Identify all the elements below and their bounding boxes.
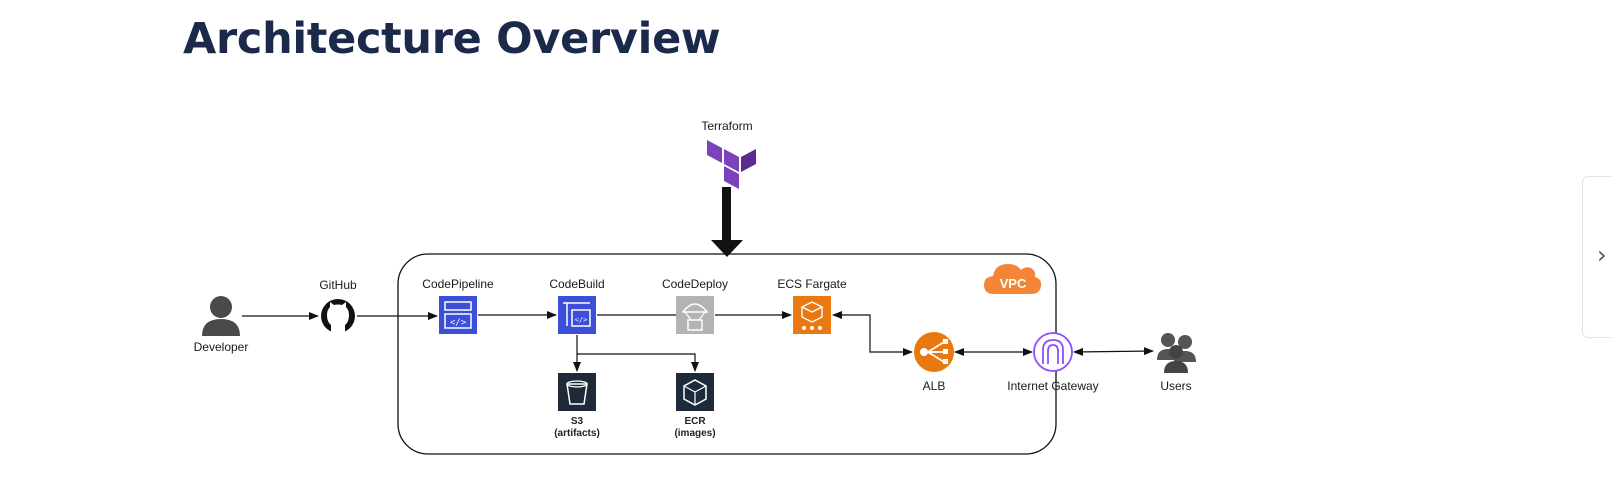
codepipeline-icon: </>: [439, 296, 477, 334]
internet-gateway-label: Internet Gateway: [1007, 379, 1098, 393]
codedeploy-icon: [676, 296, 714, 334]
svg-text:</>: </>: [450, 318, 467, 328]
ecs-fargate-label: ECS Fargate: [777, 277, 847, 291]
ecr-sublabel: (images): [674, 428, 715, 439]
ecr-label: ECR: [684, 416, 706, 427]
codepipeline-label: CodePipeline: [422, 277, 494, 291]
edge-ecs-alb: [832, 311, 913, 356]
ecs-fargate-icon: [793, 296, 831, 334]
users-label: Users: [1160, 379, 1191, 393]
s3-label: S3: [571, 416, 584, 427]
person-icon: [202, 296, 240, 336]
s3-sublabel: (artifacts): [554, 428, 600, 439]
vpc-label: VPC: [1000, 276, 1027, 291]
vpc-cloud-icon: [984, 264, 1042, 294]
page-title: Architecture Overview: [183, 14, 721, 64]
github-label: GitHub: [319, 278, 357, 292]
edge-igw-users: [1073, 347, 1154, 356]
next-slide-button[interactable]: ›: [1582, 176, 1611, 338]
internet-gateway-icon: [1033, 332, 1073, 372]
codebuild-label: CodeBuild: [549, 277, 604, 291]
terraform-provision-arrow: [711, 187, 743, 257]
chevron-right-icon: ›: [1597, 241, 1607, 269]
s3-bucket-icon: [558, 373, 596, 411]
load-balancer-icon: [914, 332, 954, 372]
terraform-logo-icon: [707, 140, 756, 189]
svg-text:</>: </>: [575, 316, 588, 324]
users-group-icon: [1157, 333, 1196, 373]
ecr-icon: [676, 373, 714, 411]
developer-label: Developer: [194, 340, 249, 354]
terraform-label: Terraform: [701, 119, 752, 133]
codebuild-icon: </>: [558, 296, 596, 334]
codedeploy-label: CodeDeploy: [662, 277, 728, 291]
alb-label: ALB: [923, 379, 946, 393]
edge-codebuild-ecr: [577, 353, 699, 372]
github-icon: [321, 299, 355, 333]
